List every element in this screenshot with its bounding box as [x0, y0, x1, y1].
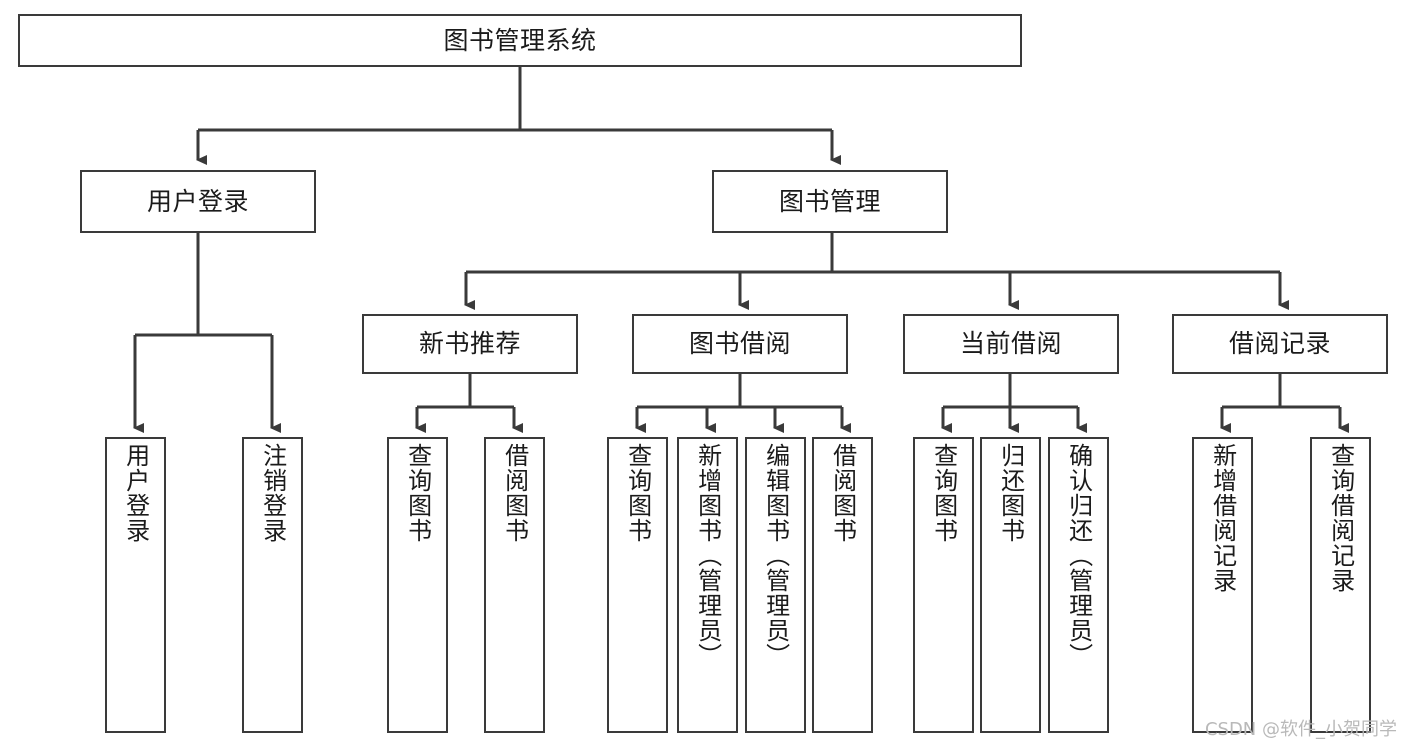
node-leaf-add-book[interactable]: 新增图书（管理员）	[677, 437, 738, 733]
node-leaf-borrow-book-2-label: 借阅图书	[828, 443, 857, 543]
node-leaf-confirm-return-label: 确认归还（管理员）	[1064, 443, 1093, 668]
node-leaf-edit-book[interactable]: 编辑图书（管理员）	[745, 437, 806, 733]
node-book-manage[interactable]: 图书管理	[712, 170, 948, 233]
node-leaf-query-book-3-label: 查询图书	[929, 443, 958, 543]
node-leaf-query-book-1-label: 查询图书	[403, 443, 432, 543]
node-leaf-query-book-1[interactable]: 查询图书	[387, 437, 448, 733]
node-leaf-query-book-2-label: 查询图书	[623, 443, 652, 543]
node-leaf-return-book[interactable]: 归还图书	[980, 437, 1041, 733]
node-leaf-borrow-book-2[interactable]: 借阅图书	[812, 437, 873, 733]
node-new-book-recommend-label: 新书推荐	[418, 329, 521, 359]
node-user-login[interactable]: 用户登录	[80, 170, 316, 233]
node-borrow-record[interactable]: 借阅记录	[1172, 314, 1388, 374]
node-leaf-user-logout-label: 注销登录	[258, 443, 287, 543]
node-leaf-borrow-book-1-label: 借阅图书	[500, 443, 529, 543]
node-current-borrow-label: 当前借阅	[959, 329, 1062, 359]
node-leaf-add-book-label: 新增图书（管理员）	[693, 443, 722, 668]
node-leaf-edit-book-label: 编辑图书（管理员）	[761, 443, 790, 668]
node-leaf-return-book-label: 归还图书	[996, 443, 1025, 543]
node-user-login-label: 用户登录	[146, 186, 249, 216]
node-leaf-query-book-2[interactable]: 查询图书	[607, 437, 668, 733]
node-new-book-recommend[interactable]: 新书推荐	[362, 314, 578, 374]
node-leaf-user-logout[interactable]: 注销登录	[242, 437, 303, 733]
node-book-borrow[interactable]: 图书借阅	[632, 314, 848, 374]
node-root[interactable]: 图书管理系统	[18, 14, 1022, 67]
node-leaf-user-login[interactable]: 用户登录	[105, 437, 166, 733]
node-leaf-query-record[interactable]: 查询借阅记录	[1310, 437, 1371, 733]
node-book-borrow-label: 图书借阅	[688, 329, 791, 359]
node-leaf-borrow-book-1[interactable]: 借阅图书	[484, 437, 545, 733]
node-leaf-add-record[interactable]: 新增借阅记录	[1192, 437, 1253, 733]
node-current-borrow[interactable]: 当前借阅	[903, 314, 1119, 374]
node-leaf-query-record-label: 查询借阅记录	[1326, 443, 1355, 593]
node-leaf-user-login-label: 用户登录	[121, 443, 150, 543]
node-root-label: 图书管理系统	[443, 25, 597, 55]
node-leaf-query-book-3[interactable]: 查询图书	[913, 437, 974, 733]
node-leaf-add-record-label: 新增借阅记录	[1208, 443, 1237, 593]
node-book-manage-label: 图书管理	[778, 186, 881, 216]
node-borrow-record-label: 借阅记录	[1228, 329, 1331, 359]
csdn-watermark: CSDN @软件_小贺同学	[1204, 719, 1397, 740]
node-leaf-confirm-return[interactable]: 确认归还（管理员）	[1048, 437, 1109, 733]
